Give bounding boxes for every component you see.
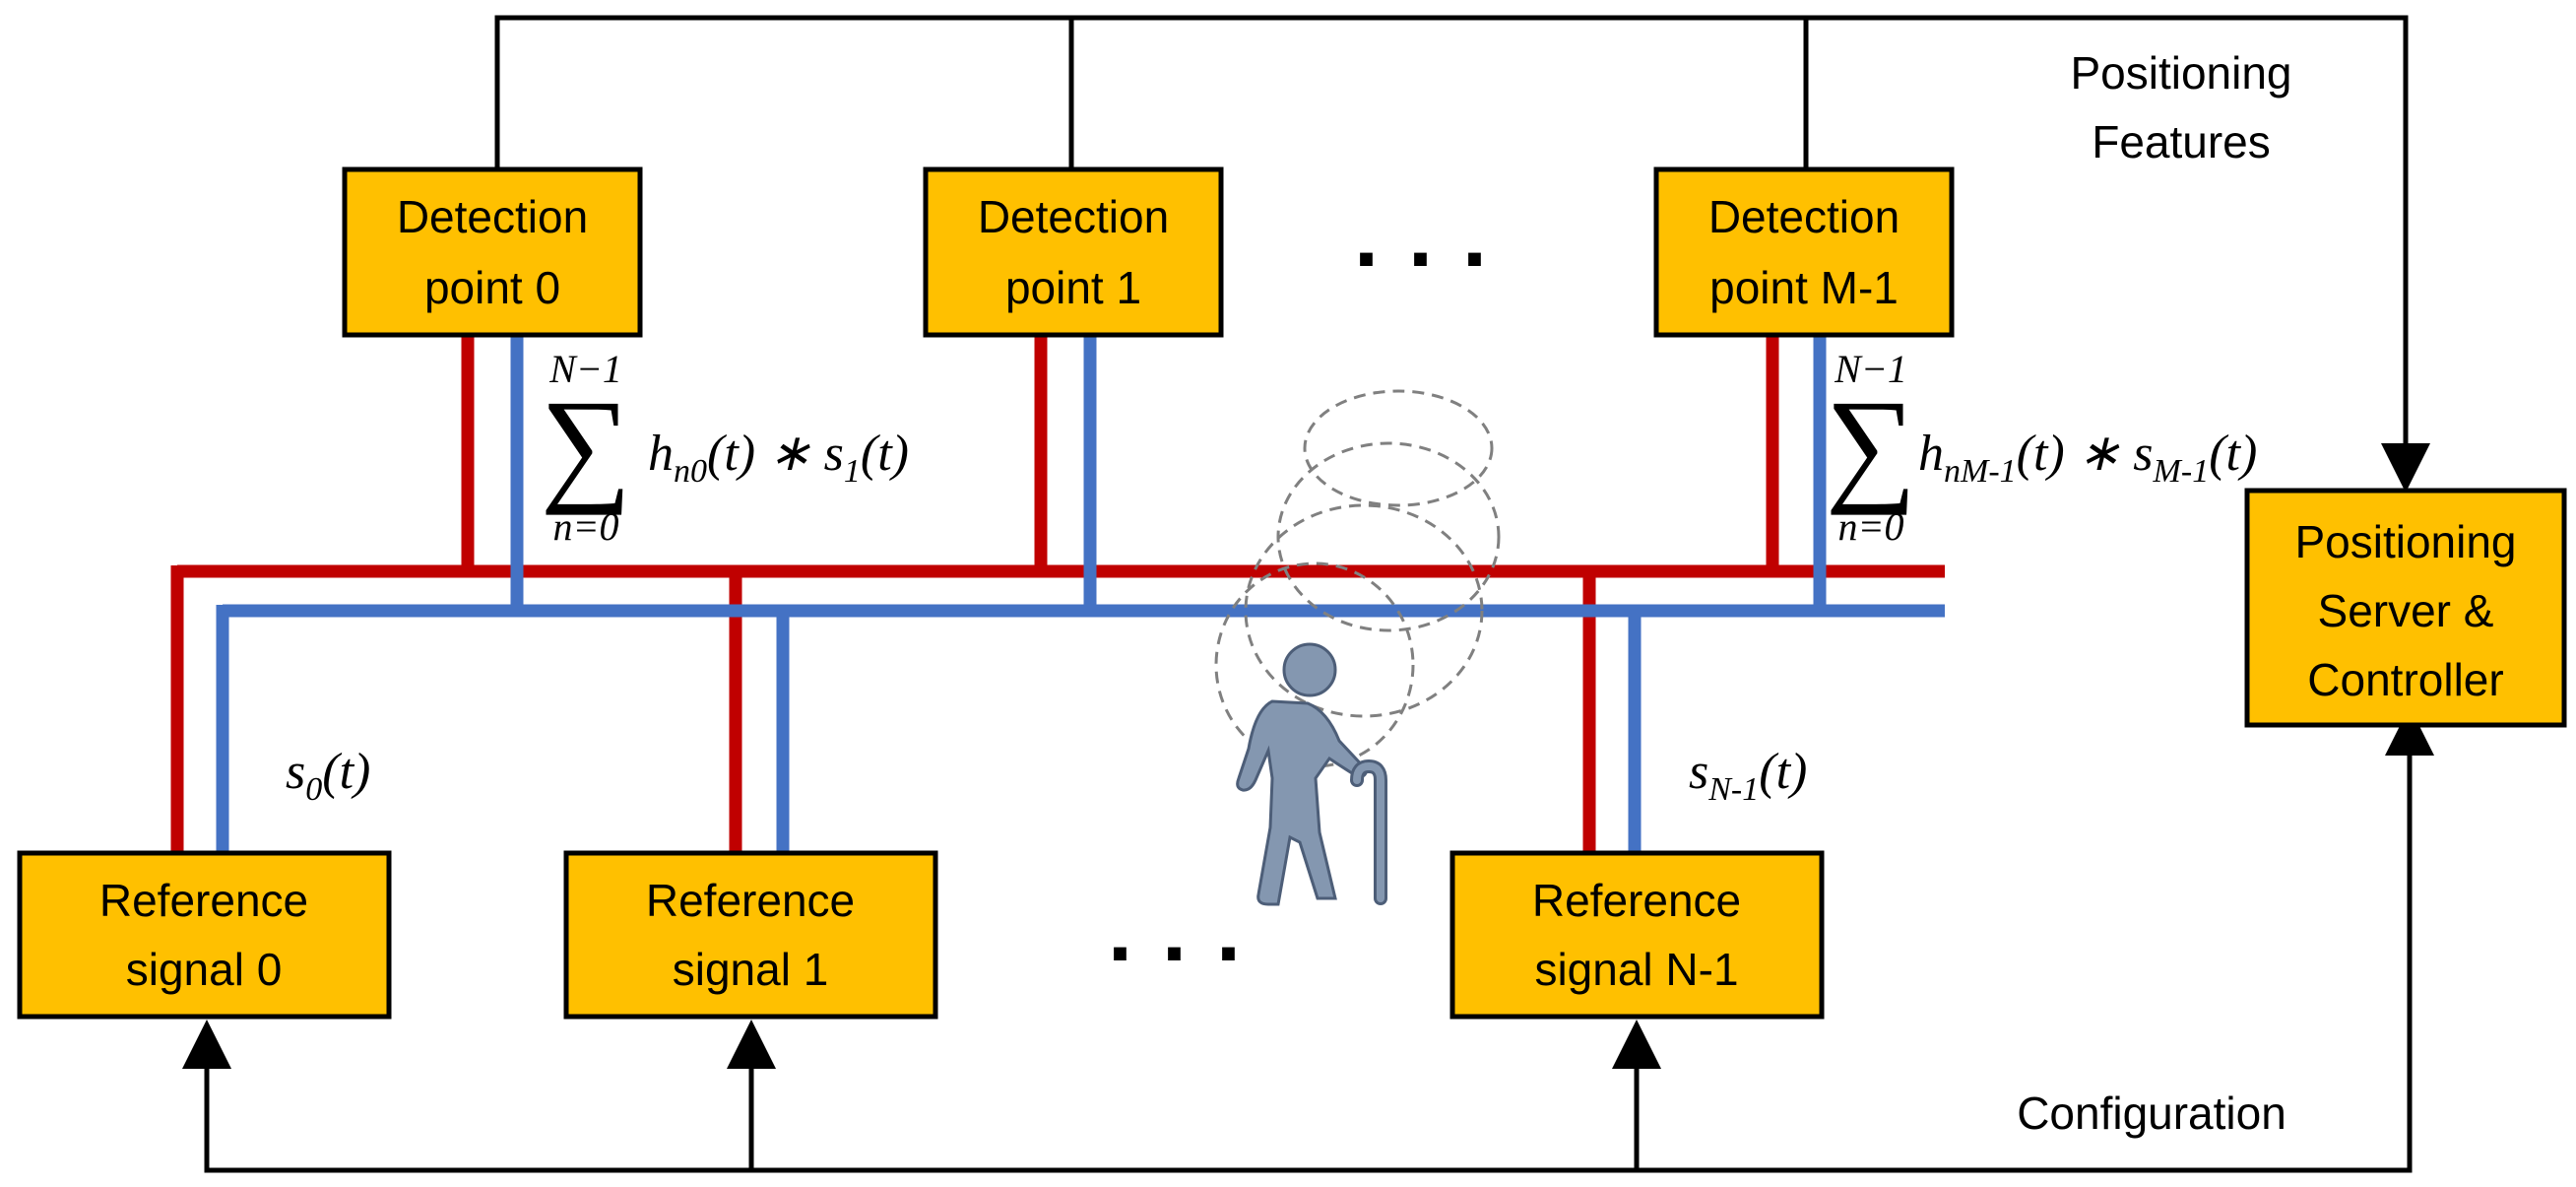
left-summation-equation: N−1 ∑ n=0 hn0(t) ∗ s1(t) xyxy=(541,347,909,549)
radio-wave-rings-icon xyxy=(1214,389,1501,768)
right-h: h xyxy=(1918,426,1944,482)
detection-point-0-line2: point 0 xyxy=(424,262,560,313)
server-line3: Controller xyxy=(2307,654,2503,705)
right-rest: (t) ∗ s xyxy=(2017,426,2154,482)
right-tail: (t) xyxy=(2209,426,2257,482)
reference-signal-1-line1: Reference xyxy=(646,875,855,926)
reference-signal-n-1-line2: signal N-1 xyxy=(1534,944,1738,995)
reference-signal-0-line2: signal 0 xyxy=(126,944,283,995)
s0-label: s0(t) xyxy=(286,744,370,808)
sum-lower-right: n=0 xyxy=(1838,504,1904,549)
server-line1: Positioning xyxy=(2294,516,2516,567)
red-bus xyxy=(170,335,1945,855)
reference-signal-0: Reference signal 0 xyxy=(17,850,392,1020)
sum-upper-left: N−1 xyxy=(548,347,622,391)
svg-text:hnM-1(t) ∗ sM-1(t): hnM-1(t) ∗ sM-1(t) xyxy=(1918,426,2257,490)
reference-signal-0-line1: Reference xyxy=(99,875,308,926)
positioning-features-label-2: Features xyxy=(2092,116,2271,167)
sum-symbol-right: ∑ xyxy=(1826,374,1917,516)
detection-point-m-1-line1: Detection xyxy=(1708,191,1900,242)
detection-ellipsis: ... xyxy=(1354,187,1516,286)
detection-point-m-1-line2: point M-1 xyxy=(1709,262,1899,313)
detection-point-1: Detection point 1 xyxy=(923,166,1224,338)
elderly-person-with-cane-icon xyxy=(1236,642,1387,906)
detection-point-m-1: Detection point M-1 xyxy=(1653,166,1955,338)
left-h: h xyxy=(648,426,674,482)
right-h-sub: nM-1 xyxy=(1944,453,2017,490)
reference-ellipsis: ... xyxy=(1108,882,1270,980)
left-h-sub: n0 xyxy=(674,453,707,490)
positioning-features-label-1: Positioning xyxy=(2070,47,2291,99)
server-line2: Server & xyxy=(2318,585,2494,636)
sum-upper-right: N−1 xyxy=(1834,347,1907,391)
detection-point-1-line1: Detection xyxy=(978,191,1169,242)
reference-signal-1-line2: signal 1 xyxy=(673,944,829,995)
sum-symbol-left: ∑ xyxy=(541,374,632,516)
reference-signal-1: Reference signal 1 xyxy=(563,850,938,1020)
sum-lower-left: n=0 xyxy=(553,504,619,549)
detection-point-0: Detection point 0 xyxy=(342,166,643,338)
configuration-line xyxy=(182,706,2434,1173)
positioning-features-line xyxy=(494,15,2430,493)
right-s-sub: M-1 xyxy=(2153,453,2210,490)
sn-1-label: sN-1(t) xyxy=(1689,744,1807,808)
left-tail: (t) xyxy=(861,426,909,482)
left-s-sub: 1 xyxy=(844,453,861,490)
reference-signal-n-1: Reference signal N-1 xyxy=(1449,850,1825,1020)
left-rest: (t) ∗ s xyxy=(707,426,844,482)
blue-bus xyxy=(216,335,1945,855)
positioning-server-controller: Positioning Server & Controller xyxy=(2244,488,2567,728)
reference-signal-n-1-line1: Reference xyxy=(1532,875,1741,926)
detection-point-1-line2: point 1 xyxy=(1005,262,1141,313)
detection-point-0-line1: Detection xyxy=(397,191,588,242)
configuration-label: Configuration xyxy=(2017,1088,2286,1139)
right-summation-equation: N−1 ∑ n=0 hnM-1(t) ∗ sM-1(t) xyxy=(1826,347,2258,549)
svg-text:hn0(t) ∗ s1(t): hn0(t) ∗ s1(t) xyxy=(648,426,909,490)
